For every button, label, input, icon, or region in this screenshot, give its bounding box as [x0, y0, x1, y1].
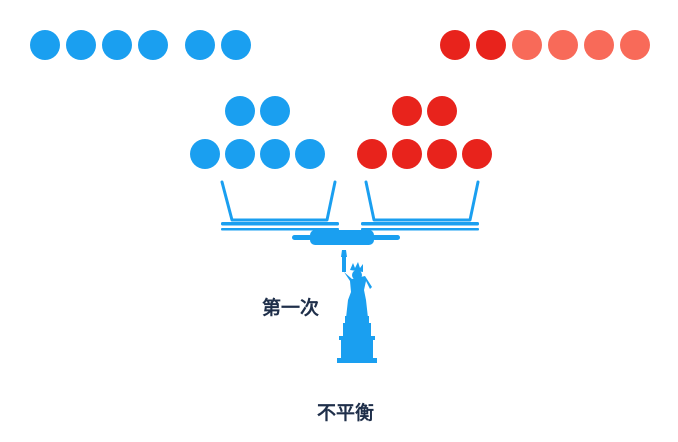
- red-ball: [512, 30, 542, 60]
- red-ball: [476, 30, 506, 60]
- pan-ball: [427, 96, 457, 126]
- top-right-ball-row: [440, 30, 660, 60]
- red-ball: [620, 30, 650, 60]
- pan-ball: [190, 139, 220, 169]
- red-ball: [440, 30, 470, 60]
- pan-ball: [427, 139, 457, 169]
- pan-ball: [225, 96, 255, 126]
- weighing-round-label: 第一次: [262, 297, 320, 319]
- statue-of-liberty-icon: [337, 250, 377, 363]
- blue-ball: [221, 30, 251, 60]
- pan-ball: [260, 139, 290, 169]
- blue-ball: [66, 30, 96, 60]
- pan-ball: [295, 139, 325, 169]
- result-label: 不平衡: [317, 402, 375, 424]
- pan-ball: [260, 96, 290, 126]
- blue-ball: [30, 30, 60, 60]
- blue-ball: [185, 30, 215, 60]
- left-pan-icon: [220, 180, 337, 222]
- right-pan-balls: [357, 96, 497, 172]
- left-pan-balls: [190, 96, 330, 172]
- pan-ball: [225, 139, 255, 169]
- right-pan-icon: [364, 180, 480, 222]
- red-ball: [584, 30, 614, 60]
- pan-ball: [392, 96, 422, 126]
- red-ball: [548, 30, 578, 60]
- top-left-ball-row: [30, 30, 251, 60]
- pan-ball: [357, 139, 387, 169]
- pan-ball: [462, 139, 492, 169]
- pan-ball: [392, 139, 422, 169]
- blue-ball: [102, 30, 132, 60]
- blue-ball: [138, 30, 168, 60]
